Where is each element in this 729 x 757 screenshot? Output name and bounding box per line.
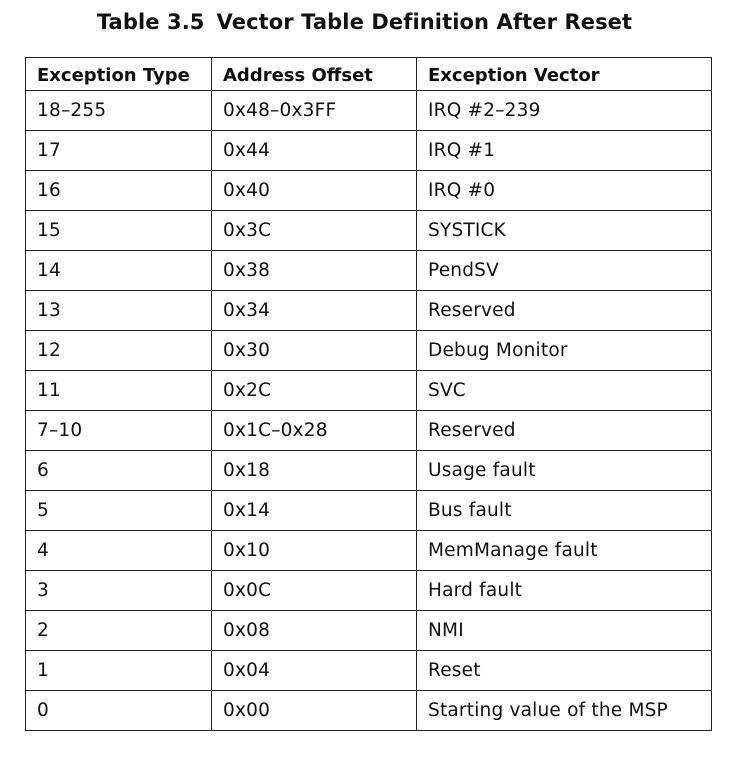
exception-vector-cell: SYSTICK bbox=[416, 210, 712, 251]
exception-vector-cell: Reserved bbox=[416, 410, 712, 451]
exception-vector-cell: Debug Monitor bbox=[416, 330, 712, 371]
exception-type-cell: 4 bbox=[25, 530, 212, 571]
exception-vector-cell: Starting value of the MSP bbox=[416, 690, 712, 731]
address-offset-cell: 0x08 bbox=[211, 610, 417, 651]
vector-table: Exception Type Address Offset Exception … bbox=[25, 57, 712, 731]
exception-type-cell: 14 bbox=[25, 250, 212, 291]
exception-type-cell: 0 bbox=[25, 690, 212, 731]
exception-vector-cell: IRQ #0 bbox=[416, 170, 712, 211]
address-offset-cell: 0x40 bbox=[211, 170, 417, 211]
exception-vector-cell: Hard fault bbox=[416, 570, 712, 611]
address-offset-cell: 0x30 bbox=[211, 330, 417, 371]
address-offset-cell: 0x0C bbox=[211, 570, 417, 611]
address-offset-cell: 0x04 bbox=[211, 650, 417, 691]
address-offset-cell: 0x1C–0x28 bbox=[211, 410, 417, 451]
exception-type-cell: 11 bbox=[25, 370, 212, 411]
address-offset-cell: 0x00 bbox=[211, 690, 417, 731]
exception-vector-cell: Bus fault bbox=[416, 490, 712, 531]
address-offset-cell: 0x18 bbox=[211, 450, 417, 491]
address-offset-cell: 0x38 bbox=[211, 250, 417, 291]
exception-type-cell: 7–10 bbox=[25, 410, 212, 451]
exception-vector-cell: Usage fault bbox=[416, 450, 712, 491]
exception-type-cell: 3 bbox=[25, 570, 212, 611]
exception-type-cell: 5 bbox=[25, 490, 212, 531]
exception-type-cell: 18–255 bbox=[25, 90, 212, 131]
address-offset-cell: 0x34 bbox=[211, 290, 417, 331]
exception-vector-cell: MemManage fault bbox=[416, 530, 712, 571]
exception-type-cell: 16 bbox=[25, 170, 212, 211]
address-offset-cell: 0x44 bbox=[211, 130, 417, 171]
address-offset-cell: 0x48–0x3FF bbox=[211, 90, 417, 131]
table-caption: Table 3.5 Vector Table Definition After R… bbox=[0, 10, 729, 34]
table-number: Table 3.5 bbox=[96, 10, 205, 34]
address-offset-cell: 0x14 bbox=[211, 490, 417, 531]
address-offset-cell: 0x3C bbox=[211, 210, 417, 251]
exception-vector-cell: SVC bbox=[416, 370, 712, 411]
exception-vector-cell: Reset bbox=[416, 650, 712, 691]
exception-vector-cell: Reserved bbox=[416, 290, 712, 331]
table-header-row: Exception Type Address Offset Exception … bbox=[25, 57, 712, 91]
exception-type-cell: 15 bbox=[25, 210, 212, 251]
exception-type-cell: 1 bbox=[25, 650, 212, 691]
column-header-exception-vector: Exception Vector bbox=[416, 57, 712, 91]
exception-type-cell: 2 bbox=[25, 610, 212, 651]
exception-vector-cell: IRQ #2–239 bbox=[416, 90, 712, 131]
exception-vector-cell: PendSV bbox=[416, 250, 712, 291]
address-offset-cell: 0x2C bbox=[211, 370, 417, 411]
exception-type-cell: 6 bbox=[25, 450, 212, 491]
column-header-exception-type: Exception Type bbox=[25, 57, 212, 91]
column-header-address-offset: Address Offset bbox=[211, 57, 417, 91]
exception-vector-cell: IRQ #1 bbox=[416, 130, 712, 171]
exception-type-cell: 17 bbox=[25, 130, 212, 171]
table-title: Vector Table Definition After Reset bbox=[216, 10, 633, 34]
exception-type-cell: 13 bbox=[25, 290, 212, 331]
exception-type-cell: 12 bbox=[25, 330, 212, 371]
address-offset-cell: 0x10 bbox=[211, 530, 417, 571]
exception-vector-cell: NMI bbox=[416, 610, 712, 651]
